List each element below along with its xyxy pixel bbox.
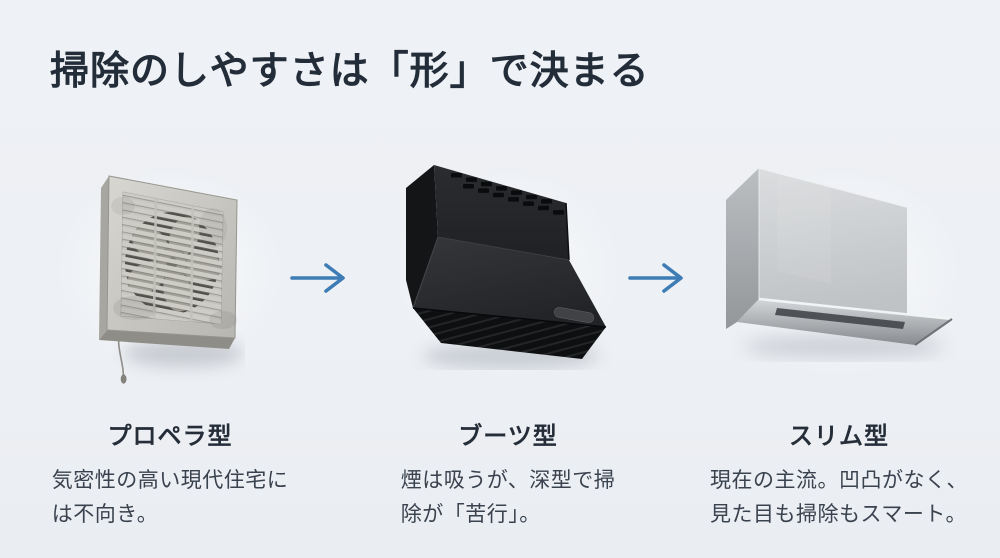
arrow-right-icon <box>289 260 355 296</box>
column-boots: ブーツ型 煙は吸うが、深型で掃 除が「苦行」。 <box>378 158 638 532</box>
slim-type-label: スリム型 <box>789 423 889 450</box>
propeller-fan-illustration <box>99 175 243 384</box>
propeller-fan-image <box>40 158 300 412</box>
boots-type-description: 煙は吸うが、深型で掃 除が「苦行」。 <box>400 469 616 526</box>
column-propeller: プロペラ型 気密性の高い現代住宅に は不向き。 <box>40 158 300 532</box>
arrow-right-icon <box>627 260 693 296</box>
column-slim: スリム型 現在の主流。凹凸がなく、 見た目も掃除もスマート。 <box>700 158 978 532</box>
page-title: 掃除のしやすさは「形」で決まる <box>50 50 650 93</box>
slim-hood-illustration <box>726 167 953 357</box>
boots-hood-illustration <box>405 165 606 369</box>
propeller-type-description: 気密性の高い現代住宅に は不向き。 <box>51 469 289 526</box>
propeller-type-label: プロペラ型 <box>107 423 233 450</box>
slim-hood-image <box>700 158 978 412</box>
boots-type-label: ブーツ型 <box>458 423 558 450</box>
boots-hood-image <box>378 158 638 412</box>
slim-type-description: 現在の主流。凹凸がなく、 見た目も掃除もスマート。 <box>710 469 968 526</box>
